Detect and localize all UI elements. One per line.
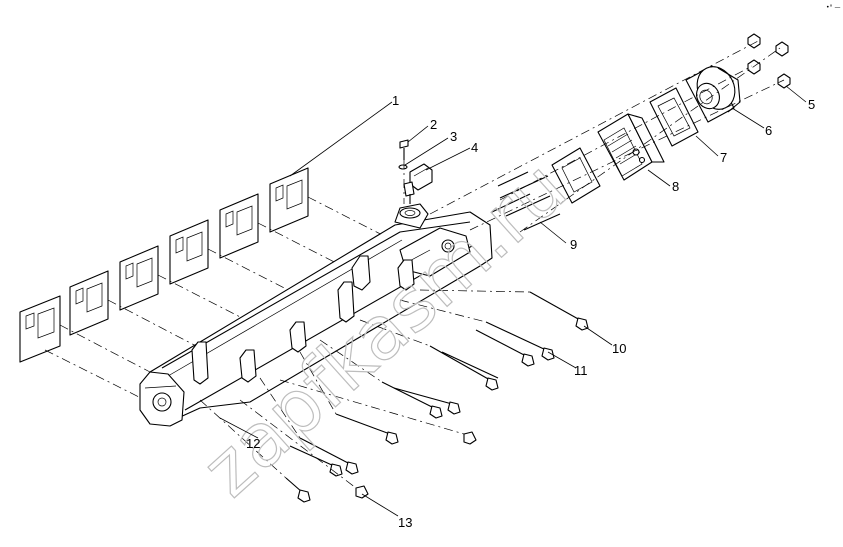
manifold-mount-ears (191, 255, 415, 385)
gasket-5 (219, 193, 259, 259)
callout-1: 1 (392, 93, 399, 108)
bolt-11-a (485, 321, 555, 361)
bolt-a (429, 345, 499, 391)
bolt-alignment-lines (199, 289, 531, 489)
callout-6: 6 (765, 123, 772, 138)
bolt-e (335, 413, 399, 445)
corner-mark: •° — (826, 4, 840, 11)
gasket-1 (19, 295, 61, 363)
outlet-gasket-lower (551, 147, 601, 204)
callout-3: 3 (450, 129, 457, 144)
bolt-11-b (475, 329, 535, 367)
bolt-g (289, 445, 343, 477)
bolt-h (285, 477, 311, 503)
callout-13: 13 (398, 515, 412, 530)
screw-2 (399, 139, 409, 160)
callout-8: 8 (672, 179, 679, 194)
callout-5: 5 (808, 97, 815, 112)
flange-6 (685, 65, 741, 123)
callout-12: 12 (246, 436, 260, 451)
callout-labels: 1 2 3 4 5 6 7 8 9 10 11 12 13 (246, 93, 815, 530)
washer-3 (398, 164, 408, 170)
manifold-bolts (285, 291, 589, 503)
gasket-alignment-lines (44, 196, 401, 401)
sensor-4 (403, 163, 433, 204)
bolt-f (299, 437, 359, 475)
bolt-10 (529, 291, 589, 331)
gasket-3 (119, 245, 159, 311)
callout-2: 2 (430, 117, 437, 132)
callout-10: 10 (612, 341, 626, 356)
callout-7: 7 (720, 150, 727, 165)
callout-11: 11 (574, 363, 588, 378)
manifold-gaskets (19, 167, 309, 363)
gasket-7 (649, 87, 699, 147)
gasket-4 (169, 219, 209, 285)
bolt-d (393, 387, 461, 415)
callout-9: 9 (570, 237, 577, 252)
gasket-6 (269, 167, 309, 233)
adapter-8 (597, 113, 665, 181)
bolt-c (381, 381, 443, 419)
exhaust-manifold (139, 203, 493, 427)
bolt-b (441, 351, 499, 379)
leader-lines (219, 85, 807, 517)
temperature-sensor-assembly (398, 139, 433, 204)
outlet-stack (429, 33, 791, 233)
gasket-2 (69, 270, 109, 336)
short-bolt-13 (355, 431, 477, 499)
callout-4: 4 (471, 140, 478, 155)
